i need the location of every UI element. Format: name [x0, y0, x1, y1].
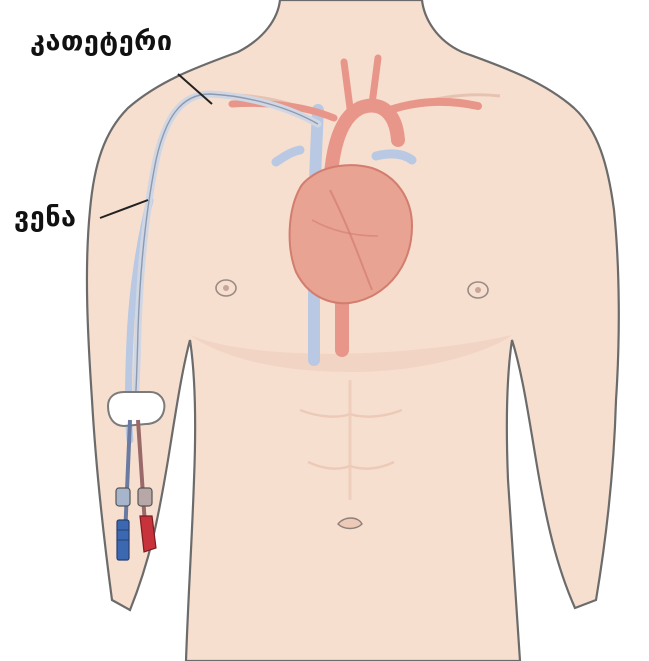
- nipple-left-center: [223, 285, 229, 291]
- vein-label: ვენა: [14, 202, 77, 233]
- catheter-label: კათეტერი: [30, 26, 173, 57]
- nipple-right-center: [475, 287, 481, 293]
- clamp-red: [138, 488, 152, 506]
- torso-body: [87, 0, 619, 661]
- clamp-blue: [116, 488, 130, 506]
